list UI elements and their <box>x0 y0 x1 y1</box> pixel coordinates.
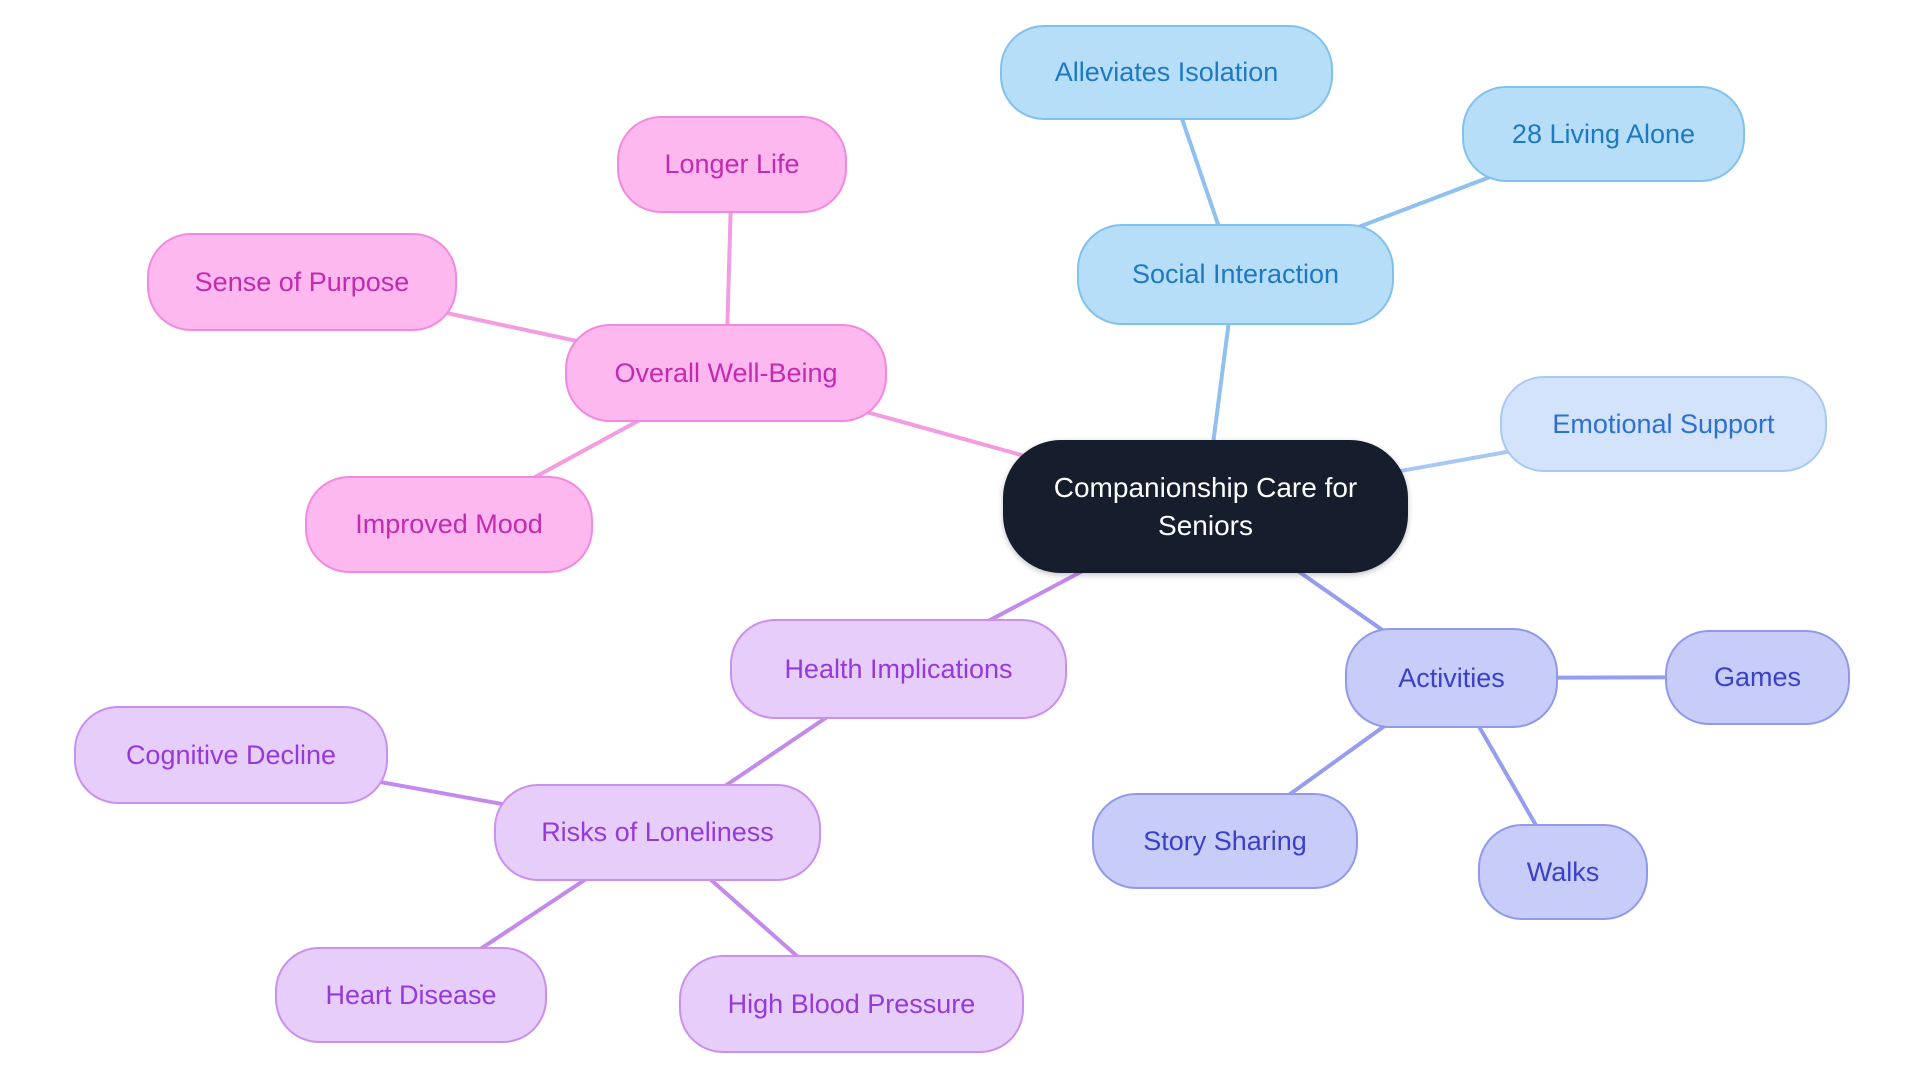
node-living-alone[interactable]: 28 Living Alone <box>1462 86 1745 182</box>
node-label: Heart Disease <box>325 979 497 1010</box>
node-story-sharing[interactable]: Story Sharing <box>1092 793 1358 889</box>
node-label: Overall Well-Being <box>614 357 838 388</box>
node-activities[interactable]: Activities <box>1345 628 1558 728</box>
node-heart-disease[interactable]: Heart Disease <box>275 947 547 1043</box>
node-risks-of-loneliness[interactable]: Risks of Loneliness <box>494 784 821 881</box>
node-label: Emotional Support <box>1552 408 1775 439</box>
node-label: High Blood Pressure <box>727 988 976 1019</box>
node-label: Cognitive Decline <box>125 739 337 770</box>
node-longer-life[interactable]: Longer Life <box>617 116 847 213</box>
node-alleviates-isolation[interactable]: Alleviates Isolation <box>1000 25 1333 120</box>
node-sense-of-purpose[interactable]: Sense of Purpose <box>147 233 457 331</box>
node-label: Sense of Purpose <box>194 266 410 297</box>
node-cognitive-decline[interactable]: Cognitive Decline <box>74 706 388 804</box>
node-label: Social Interaction <box>1131 259 1340 290</box>
node-label: Walks <box>1526 856 1600 887</box>
node-label: Games <box>1713 662 1802 693</box>
node-label: Alleviates Isolation <box>1054 57 1279 88</box>
node-central-companionship-care[interactable]: Companionship Care for Seniors <box>1003 440 1408 573</box>
node-emotional-support[interactable]: Emotional Support <box>1500 376 1827 472</box>
node-social-interaction[interactable]: Social Interaction <box>1077 224 1394 325</box>
node-high-blood-pressure[interactable]: High Blood Pressure <box>679 955 1024 1053</box>
node-label: Companionship Care for Seniors <box>1053 471 1358 541</box>
node-label: Risks of Loneliness <box>541 817 774 848</box>
node-games[interactable]: Games <box>1665 630 1850 725</box>
node-health-implications[interactable]: Health Implications <box>730 619 1067 719</box>
node-walks[interactable]: Walks <box>1478 824 1648 920</box>
node-label: Health Implications <box>784 653 1013 684</box>
node-label: Activities <box>1398 662 1505 693</box>
node-label: Story Sharing <box>1143 825 1307 856</box>
node-overall-well-being[interactable]: Overall Well-Being <box>565 324 887 422</box>
node-label: Improved Mood <box>355 509 543 540</box>
node-improved-mood[interactable]: Improved Mood <box>305 476 593 573</box>
node-label: Longer Life <box>664 149 800 180</box>
node-label: 28 Living Alone <box>1511 118 1696 149</box>
